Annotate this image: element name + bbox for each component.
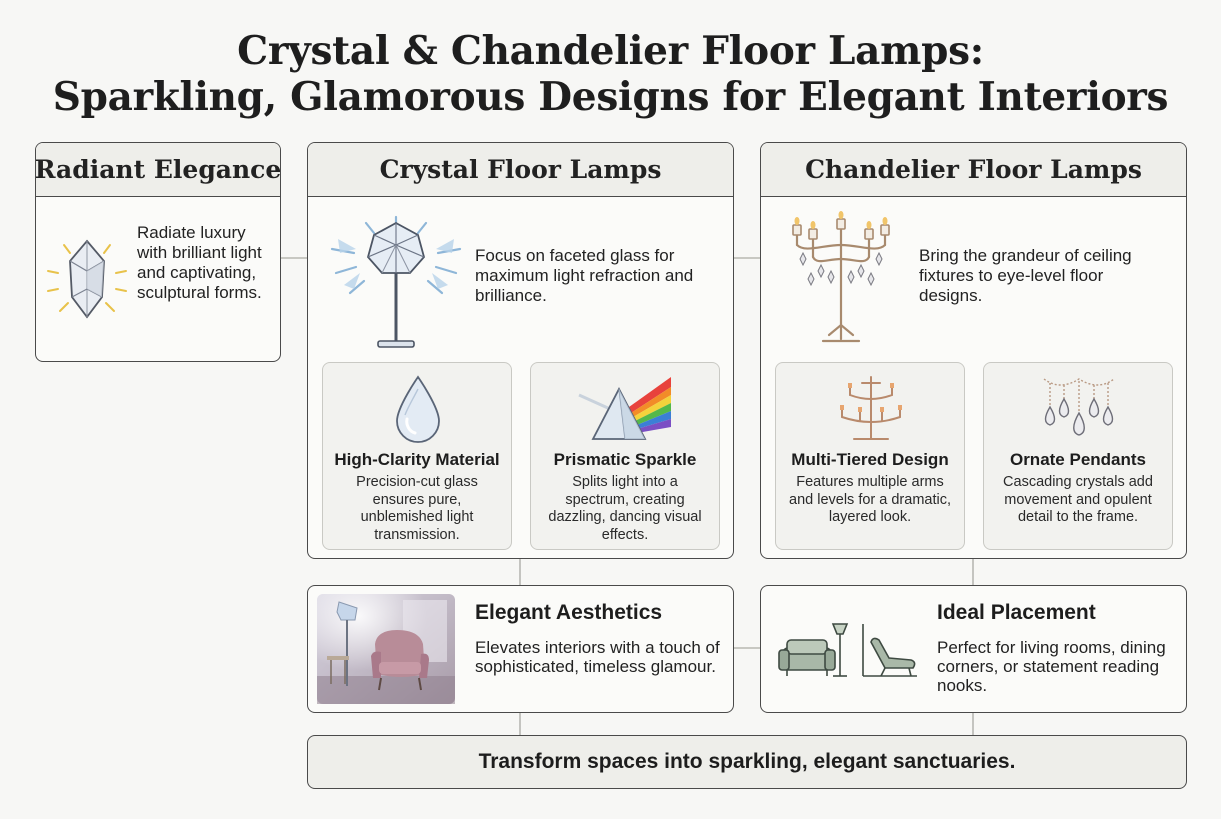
chandelier-floor-lamps-card: Chandelier Floor Lamps — [760, 142, 1187, 559]
tiered-chandelier-icon — [836, 373, 906, 450]
prism-rainbow-icon — [575, 373, 675, 450]
lounge-chair-lamp-image — [317, 594, 455, 709]
ideal-placement-description: Perfect for living rooms, dining corners… — [937, 638, 1166, 695]
title-line-1: Crystal & Chandelier Floor Lamps: — [237, 28, 984, 74]
ornate-pendants-title: Ornate Pendants — [1009, 450, 1147, 469]
high-clarity-material-description: Precision-cut glass ensures pure, unblem… — [356, 474, 478, 543]
crystal-floor-lamp-icon — [326, 209, 466, 358]
multi-tiered-design-title: Multi-Tiered Design — [791, 450, 949, 469]
multi-tiered-design-card: Multi-Tiered Design Features multiple ar… — [775, 362, 965, 550]
ornate-pendants-description: Cascading crystals add movement and opul… — [1003, 474, 1153, 525]
water-drop-icon — [391, 373, 445, 452]
ideal-placement-card: Ideal Placement Perfect for living rooms… — [760, 585, 1187, 713]
crystal-floor-lamps-description: Focus on faceted glass for maximum light… — [475, 246, 694, 305]
chandelier-floor-lamps-description: Bring the grandeur of ceiling fixtures t… — [919, 246, 1132, 305]
title-line-2: Sparkling, Glamorous Designs for Elegant… — [52, 74, 1169, 120]
elegant-aesthetics-title: Elegant Aesthetics — [475, 601, 663, 624]
crystal-gem-icon — [44, 231, 130, 330]
chandelier-floor-lamp-icon — [783, 209, 899, 356]
ideal-placement-title: Ideal Placement — [937, 601, 1096, 624]
crystal-floor-lamps-card: Crystal Floor Lamps Focus on facete — [307, 142, 734, 559]
radiant-elegance-heading: Radiant Elegance — [36, 143, 280, 197]
crystal-floor-lamps-heading: Crystal Floor Lamps — [308, 143, 733, 197]
multi-tiered-design-description: Features multiple arms and levels for a … — [789, 474, 951, 525]
elegant-aesthetics-description: Elevates interiors with a touch of sophi… — [475, 638, 720, 676]
furniture-placement-icon — [777, 620, 921, 689]
prismatic-sparkle-description: Splits light into a spectrum, creating d… — [548, 474, 702, 543]
high-clarity-material-title: High-Clarity Material — [334, 450, 500, 469]
prismatic-sparkle-title: Prismatic Sparkle — [553, 450, 697, 469]
elegant-aesthetics-card: Elegant Aesthetics Elevates interiors wi… — [307, 585, 734, 713]
chandelier-floor-lamps-heading: Chandelier Floor Lamps — [761, 143, 1186, 197]
prismatic-sparkle-card: Prismatic Sparkle Splits light into a sp… — [530, 362, 720, 550]
crystal-pendants-icon — [1040, 373, 1118, 452]
page-title: Crystal & Chandelier Floor Lamps: Sparkl… — [0, 28, 1221, 120]
high-clarity-material-card: High-Clarity Material Precision-cut glas… — [322, 362, 512, 550]
summary-banner: Transform spaces into sparkling, elegant… — [307, 735, 1187, 789]
ornate-pendants-card: Ornate Pendants Cascading crystals add m… — [983, 362, 1173, 550]
radiant-elegance-description: Radiate luxury with brilliant light and … — [137, 223, 262, 302]
radiant-elegance-card: Radiant Elegance Radiate luxury with bri… — [35, 142, 281, 362]
